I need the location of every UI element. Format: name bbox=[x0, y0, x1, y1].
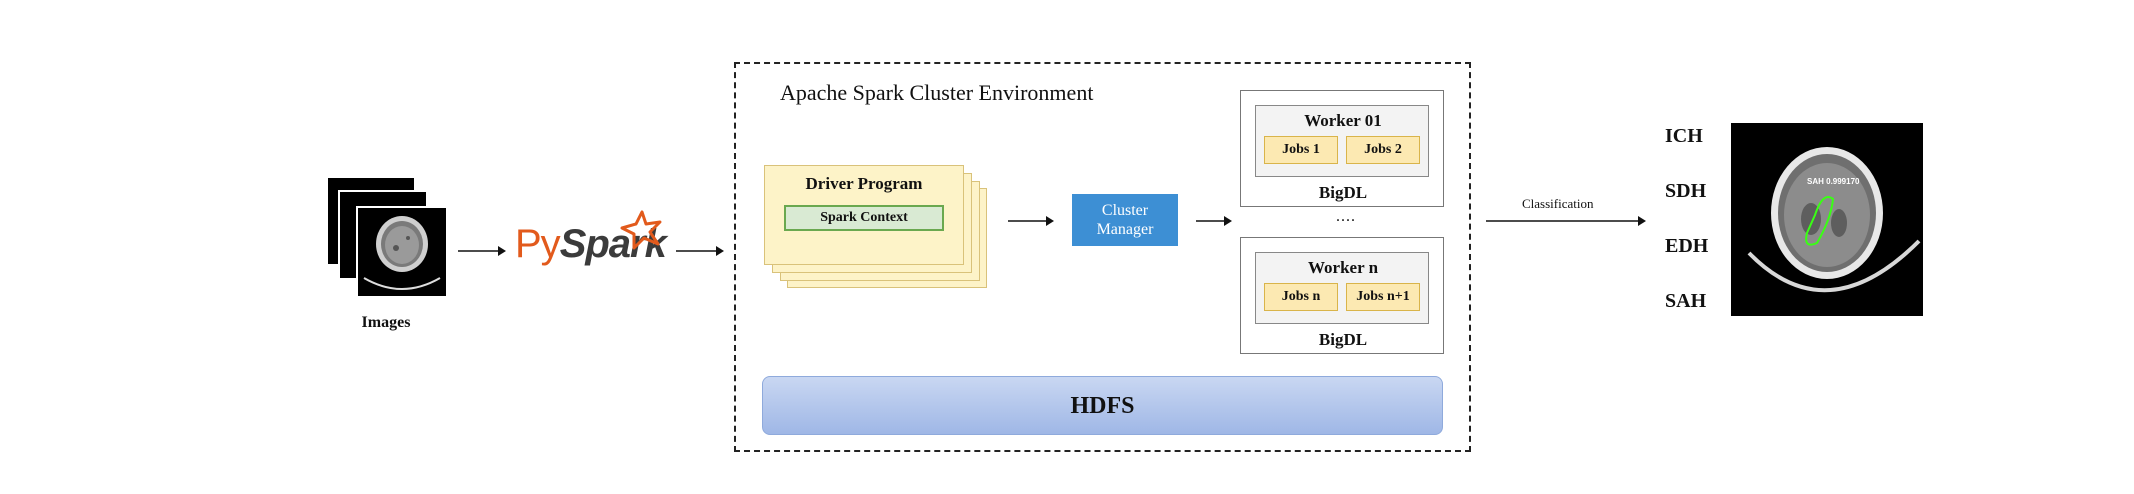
ct-brain-output bbox=[1747, 147, 1921, 293]
spark-cluster-environment bbox=[734, 62, 1471, 452]
arrow-pyspark-to-cluster bbox=[676, 246, 724, 256]
classification-label: Classification bbox=[1522, 196, 1594, 211]
pyspark-logo-spark: Spark bbox=[559, 222, 667, 266]
worker-n-box: Worker n Jobs n Jobs n+1 BigDL bbox=[1240, 237, 1444, 354]
worker-01-inner: Worker 01 Jobs 1 Jobs 2 bbox=[1255, 105, 1429, 177]
worker-n-bigdl: BigDL bbox=[1318, 330, 1368, 349]
ct-slice-front bbox=[356, 206, 448, 298]
hdfs-storage-bar: HDFS bbox=[762, 376, 1443, 435]
worker-n-inner: Worker n Jobs n Jobs n+1 bbox=[1255, 252, 1429, 324]
worker-01-job-1: Jobs 1 bbox=[1264, 136, 1338, 164]
pyspark-logo-py: Py bbox=[515, 222, 561, 266]
input-images bbox=[326, 176, 448, 298]
arrow-manager-to-workers bbox=[1196, 216, 1232, 226]
ct-brain-thumbnail bbox=[363, 216, 441, 290]
cluster-title: Apache Spark Cluster Environment bbox=[780, 80, 1094, 105]
spark-star-icon bbox=[620, 210, 662, 250]
class-edh: EDH bbox=[1665, 235, 1709, 257]
class-sah: SAH bbox=[1665, 290, 1707, 312]
pyspark-logo: PySpark bbox=[515, 222, 667, 267]
prediction-overlay-text: SAH 0.999170 bbox=[1807, 177, 1860, 186]
worker-n-title: Worker n bbox=[1307, 258, 1379, 277]
worker-01-box: Worker 01 Jobs 1 Jobs 2 BigDL bbox=[1240, 90, 1444, 207]
driver-program-title: Driver Program bbox=[805, 174, 923, 193]
cluster-manager-line2: Manager bbox=[1096, 221, 1154, 238]
workers-ellipsis: .... bbox=[1336, 208, 1356, 225]
cluster-manager-line1: Cluster bbox=[1101, 202, 1149, 219]
cluster-manager-box: Cluster Manager bbox=[1072, 194, 1178, 246]
worker-n-job-1: Jobs n bbox=[1264, 283, 1338, 311]
arrow-cluster-to-classification bbox=[1486, 216, 1646, 226]
classified-ct-image: SAH 0.999170 bbox=[1731, 123, 1923, 316]
worker-01-job-2: Jobs 2 bbox=[1346, 136, 1420, 164]
arrow-driver-to-manager bbox=[1008, 216, 1054, 226]
images-label: Images bbox=[361, 314, 411, 331]
worker-01-bigdl: BigDL bbox=[1318, 183, 1368, 202]
worker-01-title: Worker 01 bbox=[1304, 111, 1382, 130]
class-sdh: SDH bbox=[1665, 180, 1707, 202]
arrow-images-to-pyspark bbox=[458, 246, 506, 256]
spark-context-box: Spark Context bbox=[784, 205, 944, 231]
class-ich: ICH bbox=[1665, 125, 1703, 147]
worker-n-job-2: Jobs n+1 bbox=[1346, 283, 1420, 311]
